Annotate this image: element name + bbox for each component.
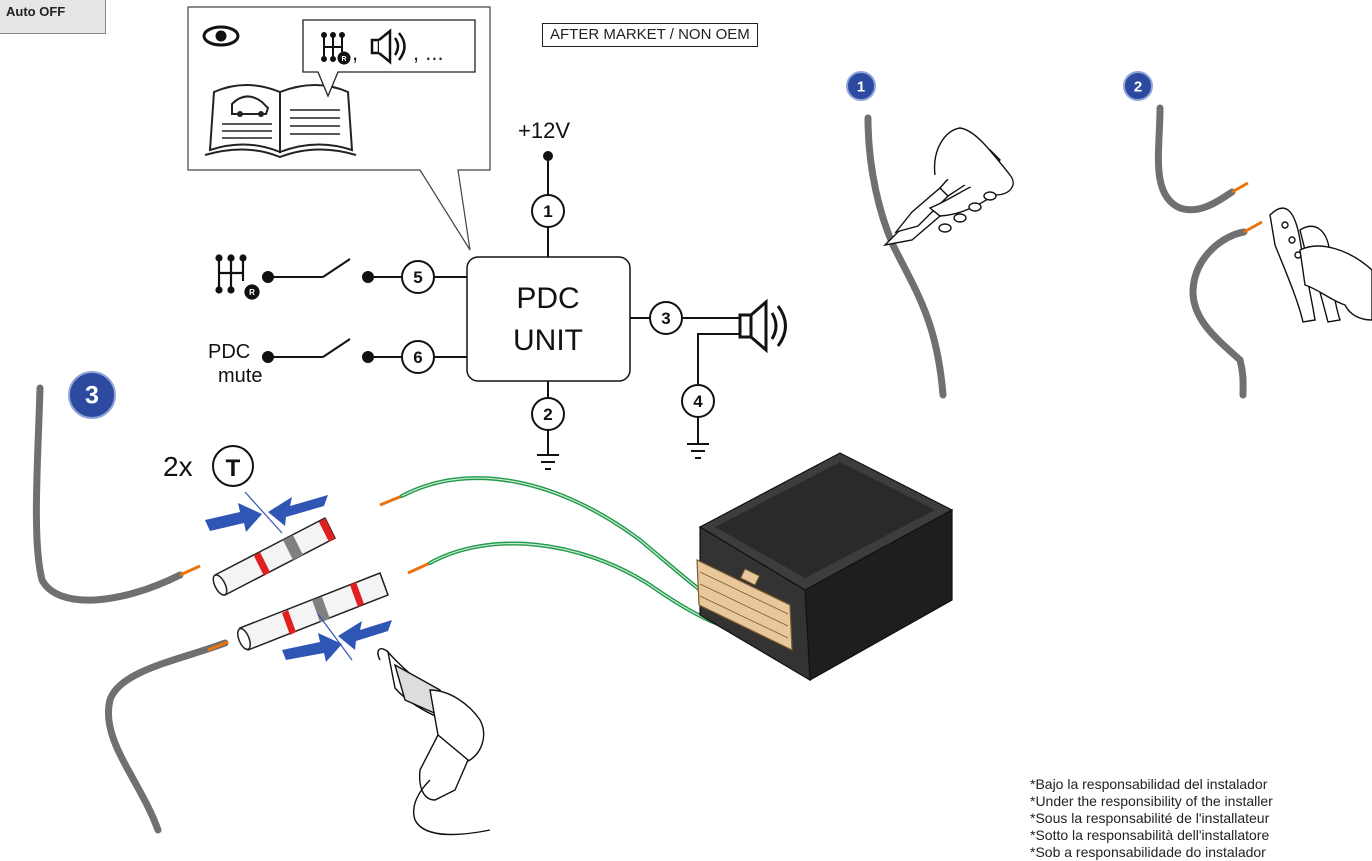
pin-6: 6	[401, 340, 435, 374]
disclaimer-line-it: *Sotto la responsabilità dell'installato…	[1030, 827, 1270, 843]
disclaimer-line-fr: *Sous la responsabilité de l'installateu…	[1030, 810, 1270, 826]
bubble-separator: ,	[352, 40, 358, 65]
disclaimer-line-en: *Under the responsibility of the install…	[1030, 793, 1273, 809]
pdc-unit-line1: PDC	[516, 282, 579, 315]
ground-symbol-unit	[537, 454, 559, 470]
svg-text:2: 2	[543, 405, 552, 424]
disclaimer: *Bajo la responsabilidad del instalador …	[1030, 776, 1372, 861]
eye-icon	[202, 25, 240, 47]
connector-symbol: T	[226, 455, 241, 482]
crimp-arrows-upper	[205, 491, 328, 534]
pin-5: 5	[401, 260, 435, 294]
grey-wire	[1189, 228, 1248, 399]
crimp-arrows-lower	[282, 613, 392, 662]
pin-3: 3	[649, 301, 683, 335]
step3-illustration: 2x T	[32, 384, 954, 836]
pin-4: 4	[681, 384, 715, 418]
pdc-unit-line2: UNIT	[513, 324, 583, 357]
vehicle-wire-upper	[32, 384, 184, 604]
solder-sleeve-lower	[237, 572, 389, 651]
aftermarket-banner: AFTER MARKET / NON OEM	[542, 23, 758, 47]
connector-symbol-circle	[212, 445, 254, 487]
speaker-icon	[370, 28, 406, 65]
mute-switch	[262, 338, 467, 363]
mute-label-line1: PDC	[208, 341, 250, 363]
schematic: +12V PDC UNIT R PDC mute	[208, 118, 787, 470]
step-badge-2: 2	[1123, 71, 1153, 101]
auto-off-button[interactable]: Auto OFF	[0, 0, 106, 34]
gear-shift-icon	[321, 32, 351, 65]
pin-1: 1	[531, 194, 565, 228]
pdc-unit-box	[466, 256, 631, 382]
heat-gun-icon	[377, 648, 491, 836]
supply-label: +12V	[518, 118, 570, 143]
module-connector	[696, 559, 793, 651]
pin-2: 2	[531, 397, 565, 431]
manual-bubble: R , , ...	[302, 19, 476, 98]
svg-text:3: 3	[85, 382, 99, 410]
disclaimer-line-pt: *Sob a responsabilidade do instalador	[1030, 844, 1266, 860]
svg-text:3: 3	[661, 309, 670, 328]
bubble-ellipsis: , ...	[413, 40, 444, 65]
step1-cut-illustration	[864, 114, 1014, 399]
reverse-badge-text: R	[249, 288, 255, 297]
connector-quantity: 2x	[163, 451, 193, 482]
step-badge-1: 1	[846, 71, 876, 101]
step2-strip-illustration	[1154, 104, 1372, 399]
pdc-module	[696, 452, 954, 682]
solder-sleeve-upper	[212, 516, 337, 597]
manual-book-icon	[204, 84, 357, 159]
disclaimer-line-es: *Bajo la responsabilidad del instalador	[1030, 776, 1268, 792]
gear-reverse-badge: R	[341, 56, 346, 63]
svg-text:1: 1	[543, 202, 552, 221]
svg-text:1: 1	[857, 78, 865, 95]
buzzer-icon	[738, 298, 787, 354]
wire-cutter-icon	[882, 127, 1014, 247]
wire-stripper-icon	[1269, 207, 1372, 323]
mute-label-line2: mute	[218, 365, 262, 387]
ground-symbol-buzzer	[687, 443, 709, 459]
gear-reverse-icon	[215, 254, 260, 300]
step-badge-3: 3	[68, 371, 116, 419]
vehicle-wire-lower	[105, 639, 229, 834]
grey-wire	[864, 114, 947, 399]
svg-text:4: 4	[693, 392, 703, 411]
svg-text:5: 5	[413, 268, 422, 287]
grey-wire	[1154, 104, 1236, 214]
svg-text:6: 6	[413, 348, 422, 367]
svg-text:2: 2	[1134, 78, 1142, 95]
manual-callout: R , , ...	[187, 6, 491, 251]
reverse-switch	[262, 258, 467, 283]
